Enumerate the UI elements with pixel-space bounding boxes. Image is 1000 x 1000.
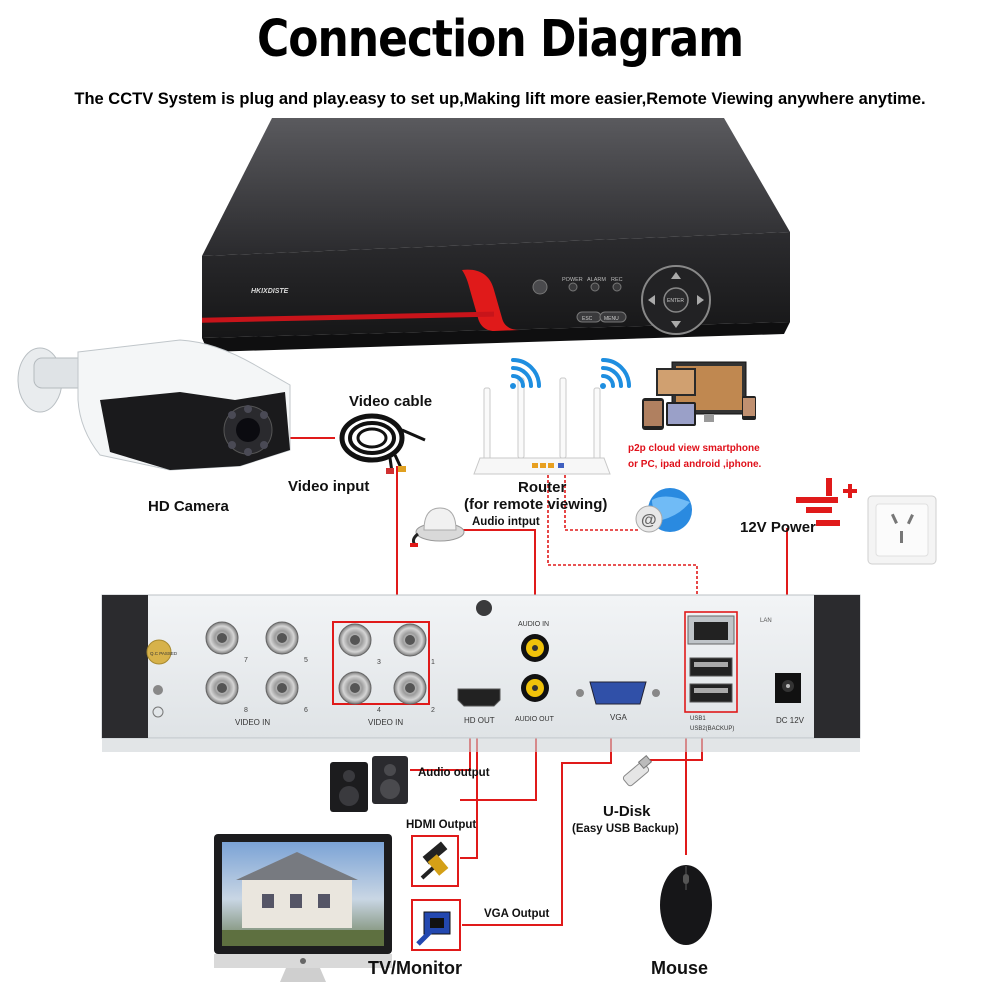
dc-label: DC 12V	[776, 716, 805, 725]
channel-2: 2	[431, 707, 435, 714]
hdmi-port	[457, 688, 501, 707]
channel-1: 1	[431, 659, 435, 666]
audio-in-label: AUDIO IN	[518, 621, 549, 628]
microphone-icon	[410, 507, 465, 548]
camera-icon	[17, 339, 291, 471]
indicator-rec: REC	[611, 277, 623, 283]
u-disk-label: U-Disk	[603, 803, 651, 820]
qc-label: Q.C PASSED	[150, 651, 178, 656]
tv-monitor-label: TV/Monitor	[368, 958, 462, 978]
esc-button-label: ESC	[582, 316, 593, 322]
dvr-brand: HKIXDISTE	[251, 288, 289, 295]
lan-label: LAN	[760, 618, 772, 624]
lan-usb-ports	[684, 611, 738, 713]
dc-jack	[775, 673, 801, 703]
audio-output-label: Audio output	[418, 767, 490, 779]
wifi-icon	[510, 358, 631, 389]
monitor-icon	[214, 834, 392, 982]
channel-8: 8	[244, 707, 248, 714]
vga-port	[576, 681, 660, 705]
speaker-icon	[330, 756, 408, 812]
router-label: Router	[518, 479, 567, 496]
dvr-front-unit	[202, 118, 790, 352]
usb2-label: USB2(BACKUP)	[690, 726, 734, 732]
svg-text:@: @	[641, 512, 657, 529]
channel-6: 6	[304, 707, 308, 714]
audio-out-label: AUDIO OUT	[515, 716, 555, 723]
video-in-label-1: VIDEO IN	[235, 718, 270, 727]
devices-icon	[642, 361, 756, 430]
vga-plug-icon	[416, 911, 451, 946]
menu-button-label: MENU	[604, 316, 619, 322]
hdmi-output-label: HDMI Output	[406, 819, 477, 831]
p2p-label-line2: or PC, ipad android ,iphone.	[628, 459, 762, 470]
channel-7: 7	[244, 657, 248, 664]
page-subtitle: The CCTV System is plug and play.easy to…	[74, 90, 926, 108]
mouse-icon	[660, 865, 712, 945]
u-disk-note: (Easy USB Backup)	[572, 823, 679, 835]
hdmi-plug-icon	[420, 841, 449, 880]
page-title: Connection Diagram	[256, 10, 744, 69]
video-in-group-2	[332, 621, 430, 705]
network-wires	[547, 470, 698, 612]
indicator-alarm: ALARM	[587, 277, 606, 283]
audio-ports	[521, 634, 549, 702]
power-12v-label: 12V Power	[740, 519, 816, 536]
video-cable-label: Video cable	[349, 393, 433, 410]
usb1-label: USB1	[690, 716, 706, 722]
router-icon	[473, 377, 611, 475]
channel-3: 3	[377, 659, 381, 666]
vga-output-label: VGA Output	[484, 908, 550, 920]
video-in-label-2: VIDEO IN	[368, 718, 403, 727]
router-sublabel: (for remote viewing)	[464, 496, 608, 513]
vga-label: VGA	[610, 713, 628, 722]
dc-polarity-icon	[796, 478, 857, 526]
globe-icon: @	[635, 488, 692, 533]
p2p-label-line1: p2p cloud view smartphone	[628, 443, 760, 454]
channel-4: 4	[377, 707, 381, 714]
wall-socket-icon	[867, 495, 937, 565]
mouse-label: Mouse	[651, 958, 709, 978]
enter-button-label: ENTER	[667, 298, 684, 304]
usb-stick-icon	[622, 755, 653, 787]
channel-5: 5	[304, 657, 308, 664]
indicator-power: POWER	[562, 277, 583, 283]
video-input-label: Video input	[288, 478, 370, 495]
cable-icon	[339, 413, 426, 474]
audio-input-label: Audio intput	[472, 516, 540, 528]
hd-camera-label: HD Camera	[148, 498, 229, 515]
video-in-group-1	[205, 621, 299, 705]
hd-out-label: HD OUT	[464, 716, 495, 725]
